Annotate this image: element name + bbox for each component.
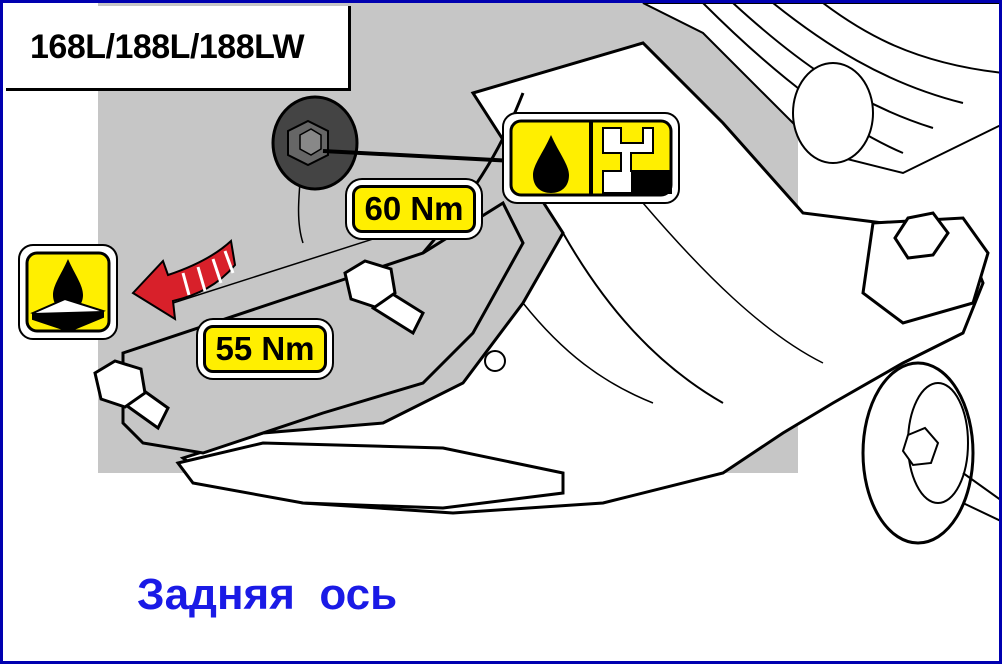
rear-axle-illustration [18, 3, 999, 545]
torque-label-drain-plug: 60 Nm [352, 185, 476, 233]
mount-bolt-upper [343, 259, 425, 336]
oil-drop-drain-icon [18, 244, 118, 340]
oil-drop-fill-icon [502, 112, 680, 204]
mount-bolt-lower [93, 359, 170, 431]
rotation-arrow-icon [131, 239, 237, 321]
model-label: 168L/188L/188LW [30, 28, 305, 66]
differential-housing [179, 41, 985, 515]
model-label-box: 168L/188L/188LW [6, 6, 351, 91]
torque-label-mount-bolt: 55 Nm [203, 325, 327, 373]
leader-line [322, 149, 514, 163]
caption: Задняя ось [137, 570, 398, 619]
